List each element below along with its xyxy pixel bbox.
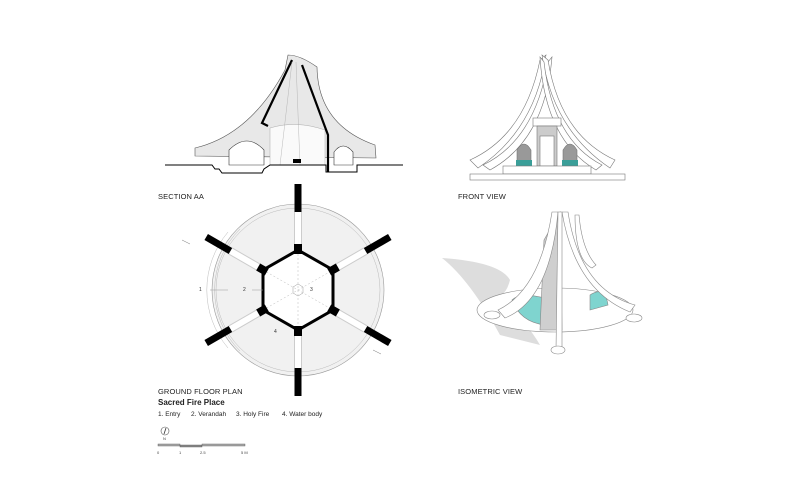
scale-label: 2.5: [200, 450, 206, 455]
front-view-drawing: [469, 54, 626, 181]
isometric-view-drawing: [442, 210, 643, 355]
isometric-view-title: ISOMETRIC VIEW: [458, 387, 523, 396]
section-marker-icon: [181, 239, 382, 355]
section-aa-drawing: [165, 54, 403, 174]
north-arrow-icon: [160, 426, 170, 436]
legend-item: 4. Water body: [282, 411, 323, 418]
plan-label-holy-fire: 3: [310, 287, 313, 293]
legend-item: 3. Holy Fire: [236, 411, 270, 418]
column-wall: [204, 233, 233, 255]
column-base: [327, 304, 340, 317]
column-base: [327, 263, 340, 276]
project-title: Sacred Fire Place: [158, 398, 225, 407]
ground-floor-plan-drawing: [204, 184, 392, 396]
scale-label: 5 M: [241, 450, 248, 455]
scale-label: 1: [179, 450, 182, 455]
legend-item: 2. Verandah: [191, 411, 227, 418]
column-wall: [363, 325, 392, 347]
scale-label: 0: [157, 450, 160, 455]
colonnade-path: [331, 307, 368, 332]
scale-bar: [157, 443, 246, 448]
colonnade-path: [228, 248, 265, 273]
legend-item: 1. Entry: [158, 411, 181, 418]
column-wall: [204, 325, 233, 347]
column-wall: [363, 233, 392, 255]
north-label: N: [163, 436, 166, 441]
plan-label-water-body: 4: [274, 329, 277, 335]
colonnade-path: [228, 307, 265, 332]
plan-title: GROUND FLOOR PLAN: [158, 387, 243, 396]
section-aa-title: SECTION AA: [158, 192, 205, 201]
column-base: [256, 304, 269, 317]
front-view-title: FRONT VIEW: [458, 192, 506, 201]
plan-label-entry: 1: [199, 287, 202, 293]
column-base: [256, 263, 269, 276]
plan-label-verandah: 2: [243, 287, 246, 293]
colonnade-path: [331, 248, 368, 273]
